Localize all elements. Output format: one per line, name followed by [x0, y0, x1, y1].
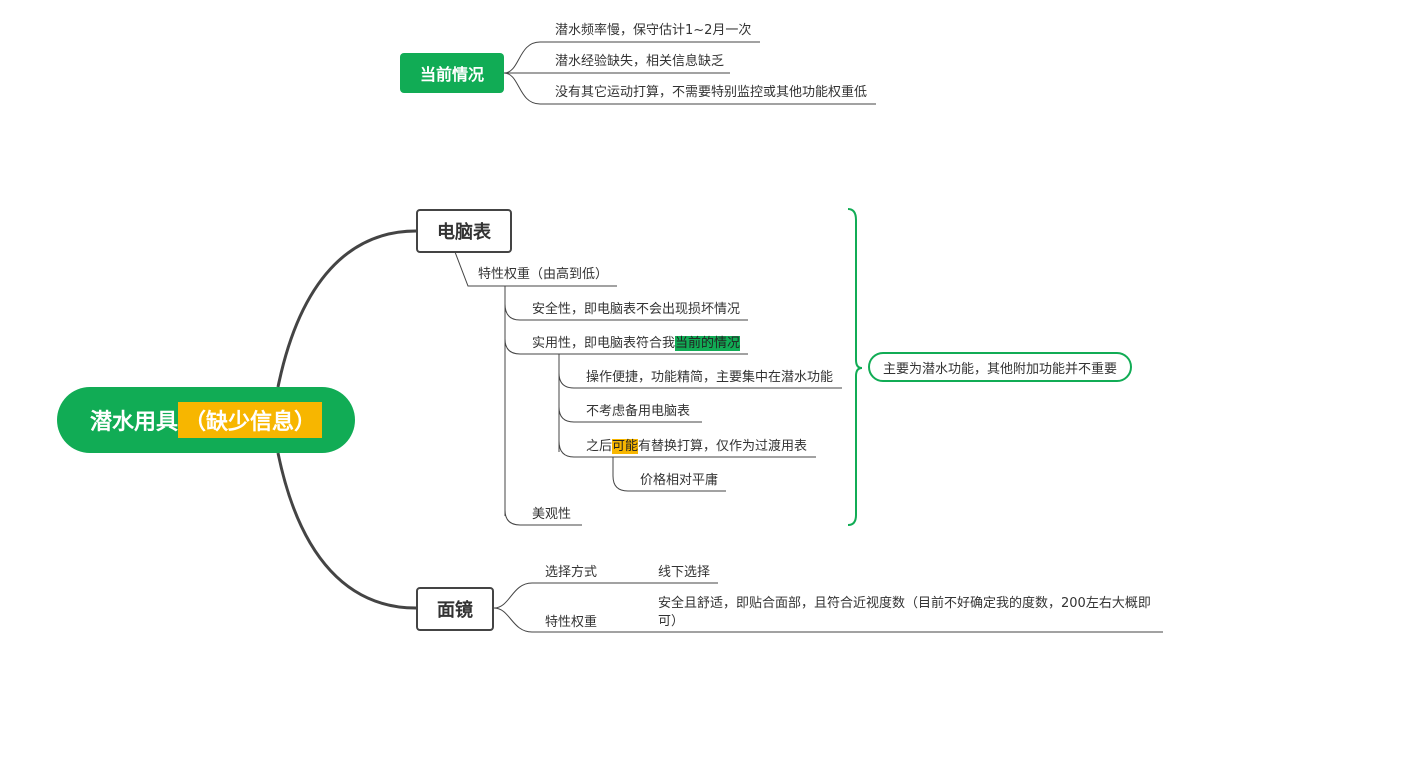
connector-weight [454, 251, 617, 287]
mask-weight-value[interactable]: 安全且舒适，即贴合面部，且符合近视度数（目前不好确定我的度数，200左右大概即 … [658, 595, 1151, 631]
root-topic[interactable]: 潜水用具（缺少信息） [57, 387, 355, 453]
connector-root-mask [276, 452, 417, 610]
connector-mask-method [493, 582, 718, 609]
watch-practical[interactable]: 实用性，即电脑表符合我当前的情况 [532, 335, 741, 353]
mask-method-label[interactable]: 选择方式 [545, 565, 598, 580]
mask-weight-line-1: 安全且舒适，即贴合面部，且符合近视度数（目前不好确定我的度数，200左右大概即 [658, 596, 1151, 611]
watch-price[interactable]: 价格相对平庸 [640, 473, 719, 488]
watch-safety[interactable]: 安全性，即电脑表不会出现损坏情况 [532, 302, 741, 317]
root-missing-info-highlight: （缺少信息） [178, 402, 323, 438]
mask-weight-line-2: 可） [658, 614, 685, 629]
connector-mask-weight [493, 607, 1163, 633]
watch-later[interactable]: 之后可能有替换打算，仅作为过渡用表 [586, 438, 807, 456]
watch-later-prefix: 之后 [586, 439, 613, 454]
connector-safety [504, 303, 748, 321]
root-label: 潜水用具 [89, 410, 178, 435]
topic-current-situation[interactable]: 当前情况 [400, 53, 504, 93]
connector-practical [504, 338, 748, 355]
connector-aesthetics [504, 509, 582, 526]
summary-brace [847, 208, 863, 526]
connector-current-1 [503, 41, 760, 74]
connector-ease [558, 372, 842, 389]
watch-aesthetics[interactable]: 美观性 [532, 507, 572, 522]
watch-practical-highlight: 当前的情况 [675, 336, 741, 351]
watch-later-highlight: 可能 [612, 439, 639, 454]
mask-method-value[interactable]: 线下选择 [658, 565, 711, 580]
current-item-2[interactable]: 潜水经验缺失，相关信息缺乏 [555, 54, 725, 69]
current-item-3[interactable]: 没有其它运动打算，不需要特别监控或其他功能权重低 [555, 85, 868, 100]
connector-price [612, 457, 726, 492]
watch-ease[interactable]: 操作便捷，功能精简，主要集中在潜水功能 [586, 370, 834, 385]
connector-current-3 [503, 72, 876, 105]
watch-practical-text: 实用性，即电脑表符合我 [532, 336, 676, 351]
watch-weight-label[interactable]: 特性权重（由高到低） [478, 267, 609, 282]
watch-summary[interactable]: 主要为潜水功能，其他附加功能并不重要 [868, 352, 1132, 382]
connector-root-watch [276, 229, 417, 388]
topic-watch[interactable]: 电脑表 [416, 209, 512, 253]
watch-no-backup[interactable]: 不考虑备用电脑表 [586, 404, 691, 419]
watch-later-suffix: 有替换打算，仅作为过渡用表 [638, 439, 808, 454]
topic-mask[interactable]: 面镜 [416, 587, 494, 631]
current-item-1[interactable]: 潜水频率慢，保守估计1~2月一次 [555, 23, 752, 38]
connector-nobackup [558, 406, 702, 423]
mask-weight-label[interactable]: 特性权重 [545, 615, 598, 630]
connector-later [558, 440, 816, 458]
